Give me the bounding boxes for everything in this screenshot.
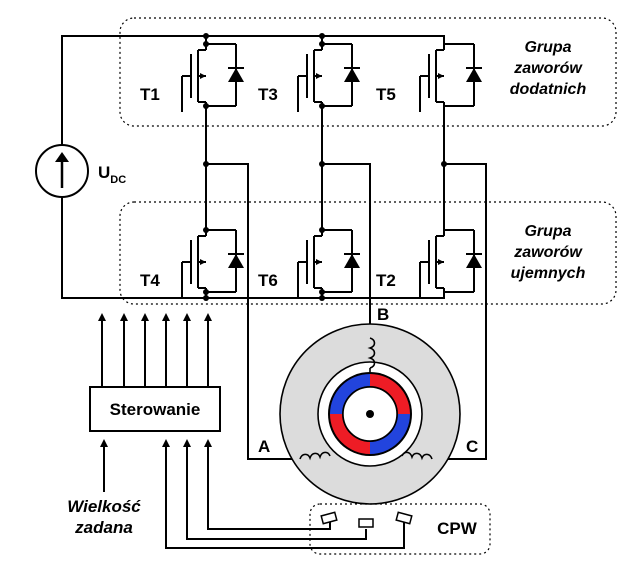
controller-box bbox=[89, 386, 221, 432]
hall-sensors bbox=[320, 511, 413, 528]
upper-valve-group-box bbox=[119, 17, 617, 127]
position-sensor-label: CPW bbox=[437, 519, 478, 538]
transistor-t5: T5 bbox=[376, 36, 482, 112]
phase-label-c: C bbox=[466, 437, 478, 456]
controller-label: Sterowanie bbox=[110, 400, 201, 419]
gate-signal-arrows bbox=[98, 313, 212, 386]
transistor-t6: T6 bbox=[258, 222, 360, 298]
position-sensor-box bbox=[309, 503, 491, 555]
transistor-t2: T2 bbox=[376, 222, 482, 298]
phase-label-a: A bbox=[258, 437, 270, 456]
transistor-t4-label: T4 bbox=[140, 271, 160, 290]
transistor-t1: T1 bbox=[140, 36, 244, 112]
transistor-t4: T4 bbox=[140, 222, 244, 298]
rotor bbox=[328, 372, 412, 456]
motor bbox=[279, 323, 461, 505]
transistor-t2-label: T2 bbox=[376, 271, 396, 290]
phase-label-b: B bbox=[377, 305, 389, 324]
upper-group-label-line2: zaworów bbox=[513, 60, 583, 77]
setpoint-label-line1: Wielkość bbox=[67, 497, 141, 516]
phase-wires bbox=[203, 108, 487, 460]
lower-group-label-line2: zaworów bbox=[513, 244, 583, 261]
lower-group-label-line1: Grupa bbox=[524, 223, 571, 240]
source-label: UDC bbox=[98, 163, 126, 186]
dc-bus-wires bbox=[61, 33, 445, 301]
upper-group-label-line1: Grupa bbox=[524, 39, 571, 56]
transistor-t5-label: T5 bbox=[376, 85, 396, 104]
setpoint-label-line2: zadana bbox=[74, 518, 133, 537]
dc-voltage-source bbox=[35, 144, 89, 198]
transistor-t3: T3 bbox=[258, 36, 360, 112]
lower-group-label-line3: ujemnych bbox=[511, 265, 586, 282]
transistor-t1-label: T1 bbox=[140, 85, 160, 104]
sensor-feedback-wires bbox=[162, 439, 405, 549]
transistor-t3-label: T3 bbox=[258, 85, 278, 104]
lower-valve-group-box bbox=[119, 201, 617, 305]
transistor-t6-label: T6 bbox=[258, 271, 278, 290]
upper-group-label-line3: dodatnich bbox=[510, 81, 587, 98]
